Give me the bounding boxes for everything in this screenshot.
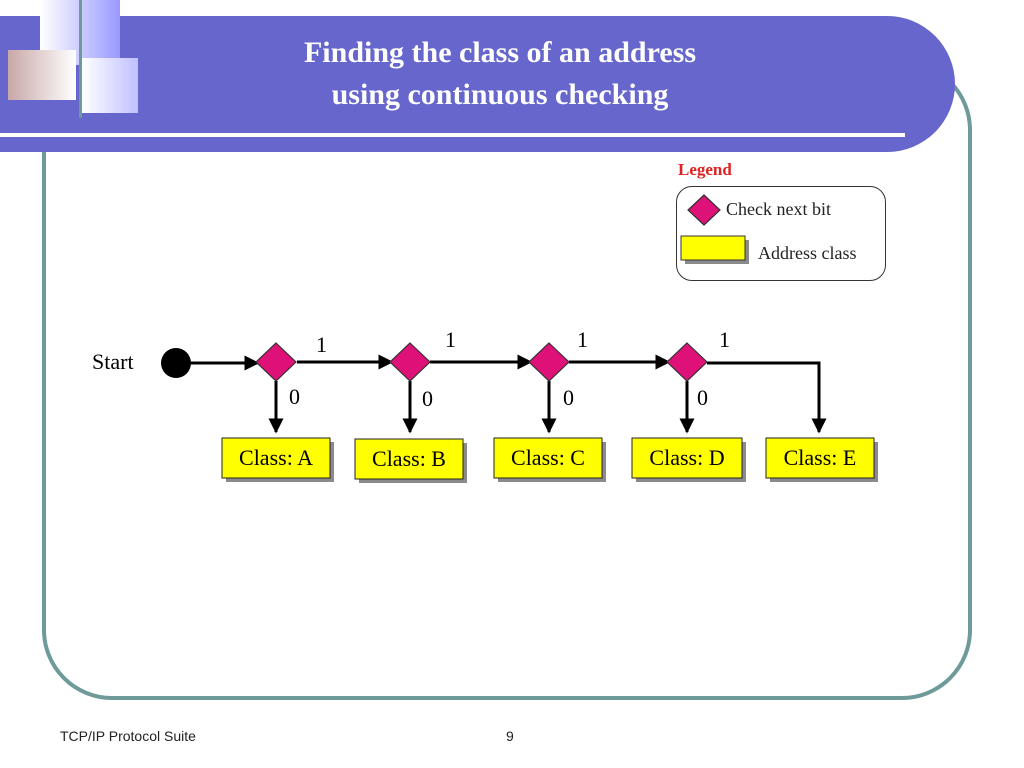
class-c-box — [493, 437, 603, 479]
start-label: Start — [92, 349, 134, 374]
legend-check-label: Check next bit — [726, 199, 831, 219]
slide-title: Finding the class of an address using co… — [200, 32, 800, 116]
class-e-label: Class: E — [784, 445, 857, 470]
class-c-label: Class: C — [511, 445, 585, 470]
bit-one-label-4: 1 — [719, 327, 730, 352]
bit-zero-label-1: 0 — [289, 384, 300, 409]
bit-one-label-3: 1 — [577, 327, 588, 352]
bit-zero-label-4: 0 — [697, 385, 708, 410]
class-a-box — [221, 437, 331, 479]
title-banner — [0, 16, 955, 152]
class-d-box — [631, 437, 743, 479]
title-line-1: Finding the class of an address — [303, 36, 697, 69]
bit-one-label-2: 1 — [445, 327, 456, 352]
decision-diamond-1 — [255, 342, 297, 382]
legend-diamond-icon — [687, 194, 721, 226]
title-line-2: using continuous checking — [331, 78, 669, 111]
legend-title: Legend — [678, 160, 732, 179]
class-a-label: Class: A — [239, 445, 313, 470]
decision-diamond-4 — [666, 342, 708, 382]
page-number: 9 — [506, 728, 514, 744]
decision-diamond-2 — [389, 342, 431, 382]
class-b-box — [354, 438, 464, 480]
footer-title: TCP/IP Protocol Suite — [60, 728, 196, 744]
decor-vertical-line — [79, 0, 82, 118]
decor-square-left — [8, 50, 76, 100]
class-b-label: Class: B — [372, 446, 446, 471]
legend-class-label: Address class — [758, 243, 857, 263]
decision-diamond-3 — [528, 342, 570, 382]
bit-zero-label-2: 0 — [422, 386, 433, 411]
bit-zero-label-3: 0 — [563, 385, 574, 410]
class-d-label: Class: D — [649, 445, 724, 470]
connector-d-to-e — [707, 361, 827, 434]
decor-square-right — [82, 58, 138, 113]
bit-one-label-1: 1 — [316, 332, 327, 357]
start-node — [161, 348, 191, 378]
title-underline — [0, 133, 905, 137]
class-e-box — [765, 437, 875, 479]
legend-class-box-icon — [680, 235, 746, 261]
